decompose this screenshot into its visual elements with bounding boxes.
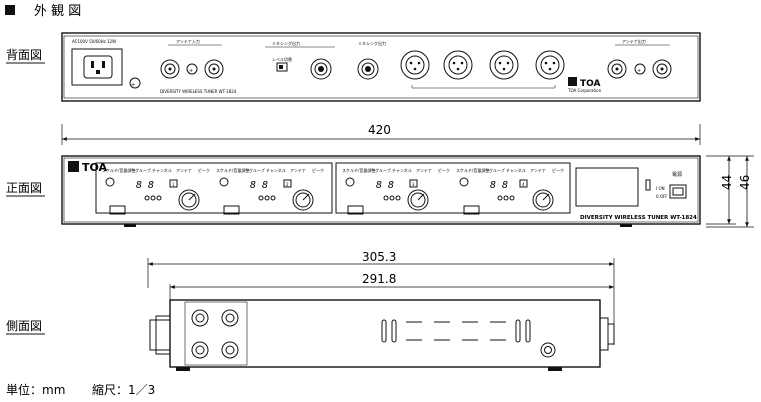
svg-text:+: + bbox=[189, 68, 193, 74]
front-model-label: DIVERSITY WIRELESS TUNER WT-1824 bbox=[580, 215, 697, 221]
svg-text:3: 3 bbox=[412, 182, 415, 187]
svg-text:電源: 電源 bbox=[672, 171, 682, 178]
depth-dimensions: 305.3 291.8 bbox=[147, 250, 615, 345]
svg-text:ミキシング出力: ミキシング出力 bbox=[358, 40, 386, 46]
side-panel bbox=[149, 299, 615, 371]
channel-strip-1: スケルチ/音量調整 グループ チャンネル アンテナ ピーク 8 8 1 bbox=[102, 167, 210, 215]
channel-strip-4: スケルチ/音量調整 グループ チャンネル アンテナ ピーク 8 8 4 bbox=[456, 167, 564, 215]
svg-text:レベル切替: レベル切替 bbox=[272, 56, 292, 62]
svg-text:スケルチ/音量調整: スケルチ/音量調整 bbox=[102, 167, 135, 173]
rear-panel: AC100V 50/60Hz 12W + アンテナ入力 + ミキシング出力 レベ… bbox=[61, 32, 701, 102]
svg-text:ピーク: ピーク bbox=[312, 167, 324, 173]
diagram-title: 外 観 図 bbox=[34, 4, 81, 19]
channel-strip-3: スケルチ/音量調整 グループ チャンネル アンテナ ピーク 8 8 3 bbox=[342, 167, 450, 215]
svg-text:ピーク: ピーク bbox=[198, 167, 210, 173]
svg-text:アンテナ: アンテナ bbox=[176, 167, 192, 173]
xlr-outputs bbox=[400, 50, 565, 89]
svg-text:スケルチ/音量調整: スケルチ/音量調整 bbox=[216, 167, 249, 173]
svg-text:ピーク: ピーク bbox=[552, 167, 564, 173]
channel-strip-2: スケルチ/音量調整 グループ チャンネル アンテナ ピーク 8 8 2 bbox=[216, 167, 324, 215]
front-view-label: 正面図 bbox=[6, 181, 42, 195]
svg-text:アンテナ: アンテナ bbox=[416, 167, 432, 173]
antenna-connectors-left: アンテナ入力 + bbox=[160, 38, 224, 79]
front-brand-logo: TOA bbox=[68, 161, 108, 174]
header-square-icon bbox=[5, 5, 15, 15]
height-dimensions: 44 46 bbox=[706, 155, 754, 228]
svg-text:1: 1 bbox=[172, 182, 175, 187]
svg-text:チャンネル: チャンネル bbox=[506, 167, 526, 173]
height-46: 46 bbox=[738, 175, 752, 190]
front-panel: TOA スケルチ/音量調整 グループ チャンネル アンテナ ピーク 8 8 1 … bbox=[61, 155, 701, 227]
svg-text:8 8: 8 8 bbox=[136, 180, 154, 191]
antenna-connectors-right: アンテナ出力 + bbox=[607, 38, 672, 79]
svg-text:AC100V 50/60Hz 12W: AC100V 50/60Hz 12W bbox=[72, 39, 116, 44]
svg-text:4: 4 bbox=[522, 182, 525, 187]
svg-text:チャンネル: チャンネル bbox=[392, 167, 412, 173]
svg-text:TOA: TOA bbox=[82, 161, 108, 174]
width-value: 420 bbox=[368, 123, 391, 137]
svg-text:TOA Corporation: TOA Corporation bbox=[567, 88, 602, 93]
svg-text:8 8: 8 8 bbox=[490, 180, 508, 191]
svg-text:ピーク: ピーク bbox=[438, 167, 450, 173]
depth-body: 291.8 bbox=[362, 272, 396, 286]
svg-text:アンテナ: アンテナ bbox=[530, 167, 546, 173]
svg-text:グループ: グループ bbox=[375, 167, 391, 173]
side-view-label: 側面図 bbox=[6, 319, 42, 333]
rear-brand-plate: TOA TOA Corporation bbox=[567, 77, 602, 93]
svg-text:DIVERSITY WIRELESS TUNER WT-18: DIVERSITY WIRELESS TUNER WT-1824 bbox=[160, 89, 237, 94]
svg-text:0 OFF: 0 OFF bbox=[656, 194, 668, 199]
svg-text:グループ: グループ bbox=[135, 167, 151, 173]
svg-text:チャンネル: チャンネル bbox=[152, 167, 172, 173]
width-dimension: 420 bbox=[61, 123, 701, 145]
svg-text:ミキシング出力: ミキシング出力 bbox=[272, 40, 300, 46]
svg-text:+: + bbox=[131, 82, 135, 88]
svg-text:アンテナ: アンテナ bbox=[290, 167, 306, 173]
svg-text:チャンネル: チャンネル bbox=[266, 167, 286, 173]
svg-text:スケルチ/音量調整: スケルチ/音量調整 bbox=[456, 167, 489, 173]
svg-text:グループ: グループ bbox=[249, 167, 265, 173]
svg-text:8 8: 8 8 bbox=[376, 180, 394, 191]
rear-view-label: 背面図 bbox=[6, 48, 42, 62]
power-switch: 電源 I ON 0 OFF bbox=[656, 171, 687, 199]
svg-text:グループ: グループ bbox=[489, 167, 505, 173]
svg-text:スケルチ/音量調整: スケルチ/音量調整 bbox=[342, 167, 375, 173]
scale-label: 縮尺：1／3 bbox=[92, 382, 155, 397]
depth-overall: 305.3 bbox=[362, 250, 396, 264]
svg-text:2: 2 bbox=[286, 182, 289, 187]
svg-text:TOA: TOA bbox=[580, 79, 601, 89]
svg-text:アンテナ入力: アンテナ入力 bbox=[176, 38, 200, 44]
svg-text:+: + bbox=[637, 68, 641, 74]
svg-text:アンテナ出力: アンテナ出力 bbox=[622, 38, 646, 44]
svg-text:I ON: I ON bbox=[656, 186, 665, 191]
mix-output: ミキシング出力 レベル切替 bbox=[265, 40, 335, 80]
units-label: 単位：mm bbox=[6, 382, 65, 397]
svg-text:8 8: 8 8 bbox=[250, 180, 268, 191]
height-44: 44 bbox=[720, 175, 734, 190]
mix-output-jack: ミキシング出力 bbox=[357, 40, 386, 80]
ac-inlet: AC100V 50/60Hz 12W + bbox=[71, 39, 141, 89]
